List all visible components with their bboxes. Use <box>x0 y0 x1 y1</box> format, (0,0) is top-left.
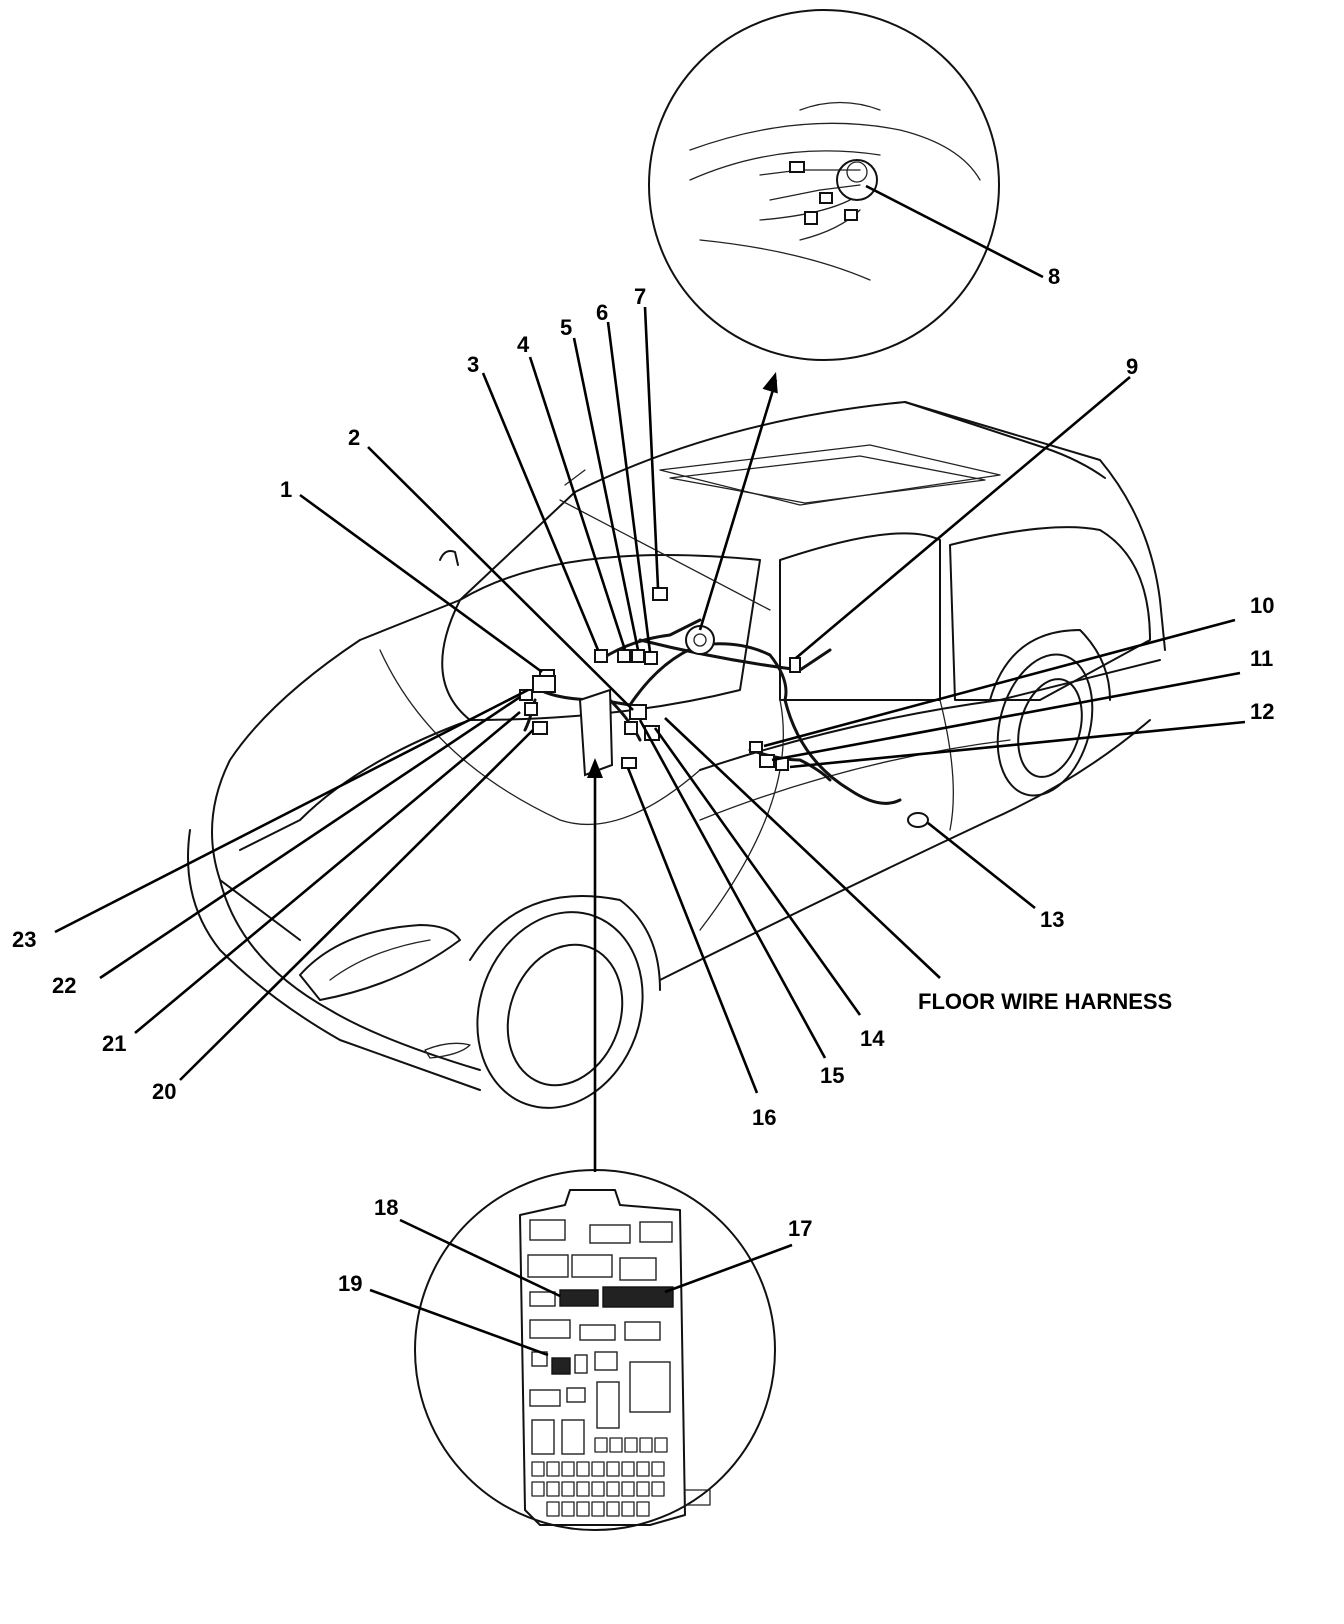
floor-wire-harness <box>519 587 929 828</box>
callout-18: 18 <box>374 1195 398 1220</box>
callout-5: 5 <box>560 315 572 340</box>
callout-15: 15 <box>820 1063 844 1088</box>
callout-23: 23 <box>12 927 36 952</box>
connector-11 <box>759 754 775 768</box>
leader-lines <box>54 184 1246 1357</box>
callout-16: 16 <box>752 1105 776 1130</box>
callout-1: 1 <box>280 477 292 502</box>
callout-12: 12 <box>1250 699 1274 724</box>
callout-21: 21 <box>102 1031 126 1056</box>
callout-3: 3 <box>467 352 479 377</box>
connector-6 <box>644 651 658 665</box>
connector-21 <box>524 702 538 716</box>
callout-11: 11 <box>1250 646 1273 671</box>
connector-7 <box>652 587 668 601</box>
callout-4: 4 <box>517 332 530 357</box>
callout-13: 13 <box>1040 907 1064 932</box>
callout-10: 10 <box>1250 593 1274 618</box>
car-body <box>187 401 1166 1109</box>
connector-20 <box>532 721 548 735</box>
callout-14: 14 <box>860 1026 885 1051</box>
floor-wire-harness-label: FLOOR WIRE HARNESS <box>918 989 1172 1014</box>
callout-22: 22 <box>52 973 76 998</box>
callout-7: 7 <box>634 284 646 309</box>
callout-2: 2 <box>348 425 360 450</box>
detail-circle-fusebox <box>414 1169 776 1531</box>
callout-17: 17 <box>788 1216 812 1241</box>
connector-10 <box>749 741 763 753</box>
callout-numbers: 1 2 3 4 5 6 7 8 9 10 11 12 13 14 15 16 1… <box>12 264 1274 1296</box>
callout-8: 8 <box>1048 264 1060 289</box>
connector-9 <box>789 657 801 673</box>
fuse-connector-17 <box>602 1286 674 1308</box>
callout-20: 20 <box>152 1079 176 1104</box>
connector-14 <box>624 721 638 735</box>
connector-5 <box>631 649 645 663</box>
callout-9: 9 <box>1126 354 1138 379</box>
srs-unit <box>685 625 715 655</box>
detail-circle-top <box>648 9 1000 361</box>
fuse-connector-18 <box>559 1289 599 1307</box>
connector-16 <box>621 757 637 769</box>
connector-4 <box>617 649 631 663</box>
callout-6: 6 <box>596 300 608 325</box>
fuse-connector-19 <box>551 1357 571 1375</box>
leader-to-top-detail <box>698 379 778 631</box>
connector-2 <box>629 704 647 720</box>
under-dash-fuse-box <box>578 688 614 777</box>
callout-19: 19 <box>338 1271 362 1296</box>
connector-23 <box>532 675 556 693</box>
connector-3 <box>594 649 608 663</box>
connector-13 <box>907 812 929 828</box>
